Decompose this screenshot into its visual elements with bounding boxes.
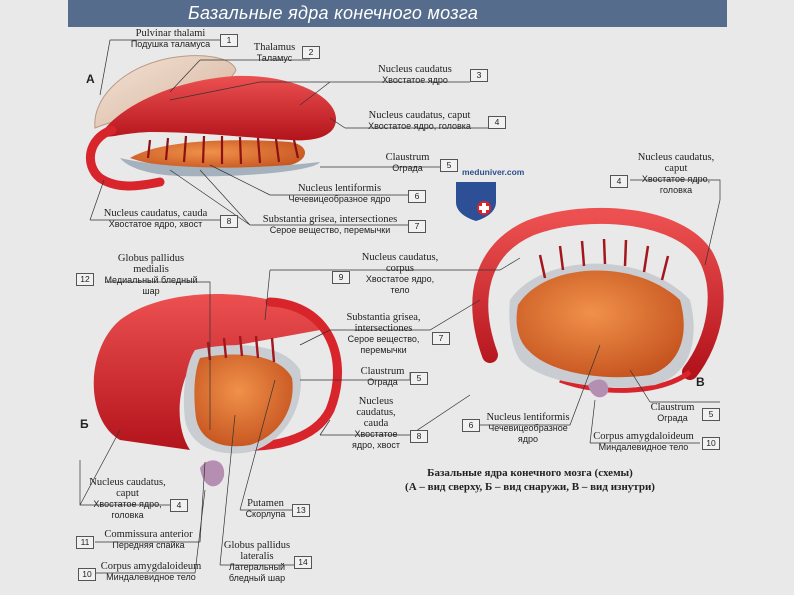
page-title: Базальные ядра конечного мозга bbox=[188, 3, 479, 23]
num-4-a: 4 bbox=[488, 116, 506, 129]
claustrum-a bbox=[120, 158, 320, 177]
lentiform-b bbox=[194, 354, 293, 447]
num-10-v: 10 bbox=[702, 437, 720, 450]
caudate-tail-v bbox=[559, 369, 692, 393]
num-5-a: 5 bbox=[440, 159, 458, 172]
amygdala-v bbox=[588, 379, 609, 398]
num-9: 9 bbox=[332, 271, 350, 284]
caption-line-2: (А – вид сверху, Б – вид снаружи, В – ви… bbox=[405, 481, 655, 493]
lentiform-a bbox=[130, 140, 305, 170]
caption-line-1: Базальные ядра конечного мозга (схемы) bbox=[427, 467, 633, 479]
num-10-b: 10 bbox=[78, 568, 96, 581]
num-5-b: 5 bbox=[410, 372, 428, 385]
caudate-head-b bbox=[93, 294, 320, 450]
num-2: 2 bbox=[302, 46, 320, 59]
label-corpus: Nucleus caudatus,corpus Хвостатое ядро,т… bbox=[361, 252, 439, 295]
num-8-b: 8 bbox=[410, 430, 428, 443]
num-4-v: 4 bbox=[610, 175, 628, 188]
num-7-b: 7 bbox=[432, 332, 450, 345]
panel-letter-v: В bbox=[696, 375, 705, 389]
watermark: meduniver.com bbox=[462, 167, 525, 177]
num-1: 1 bbox=[220, 34, 238, 47]
num-6-v: 6 bbox=[462, 419, 480, 432]
title-bar: Базальные ядра конечного мозга bbox=[68, 0, 727, 27]
figure-caption: Базальные ядра конечного мозга (схемы) (… bbox=[380, 466, 680, 494]
amygdala-b bbox=[200, 460, 225, 487]
num-7-a: 7 bbox=[408, 220, 426, 233]
meduniver-logo bbox=[456, 182, 496, 221]
num-14: 14 bbox=[294, 556, 312, 569]
num-11: 11 bbox=[76, 536, 94, 549]
num-3: 3 bbox=[470, 69, 488, 82]
panel-letter-b: Б bbox=[80, 417, 89, 431]
num-4-b: 4 bbox=[170, 499, 188, 512]
num-5-v: 5 bbox=[702, 408, 720, 421]
num-13: 13 bbox=[292, 504, 310, 517]
caudate-arc-v bbox=[472, 207, 724, 380]
num-12: 12 bbox=[76, 273, 94, 286]
panel-b-drawing bbox=[93, 294, 342, 487]
caudate-arc-b bbox=[225, 297, 342, 451]
label-caput-b: Nucleus caudatus,caput Хвостатое ядро,го… bbox=[89, 477, 166, 520]
panel-v-drawing bbox=[472, 207, 724, 398]
panel-a-drawing bbox=[86, 55, 337, 191]
label-caudatus-caput-v: Nucleus caudatus,caput Хвостатое ядро,го… bbox=[637, 152, 715, 195]
num-8-a: 8 bbox=[220, 215, 238, 228]
panel-letter-a: А bbox=[86, 72, 95, 86]
caudate-tail-a bbox=[86, 125, 165, 191]
caudate-body-a bbox=[100, 75, 337, 141]
lentiform-v bbox=[516, 270, 684, 378]
num-6-a: 6 bbox=[408, 190, 426, 203]
label-substantia-b: Substantia grisea,intersectiones Серое в… bbox=[346, 312, 421, 355]
